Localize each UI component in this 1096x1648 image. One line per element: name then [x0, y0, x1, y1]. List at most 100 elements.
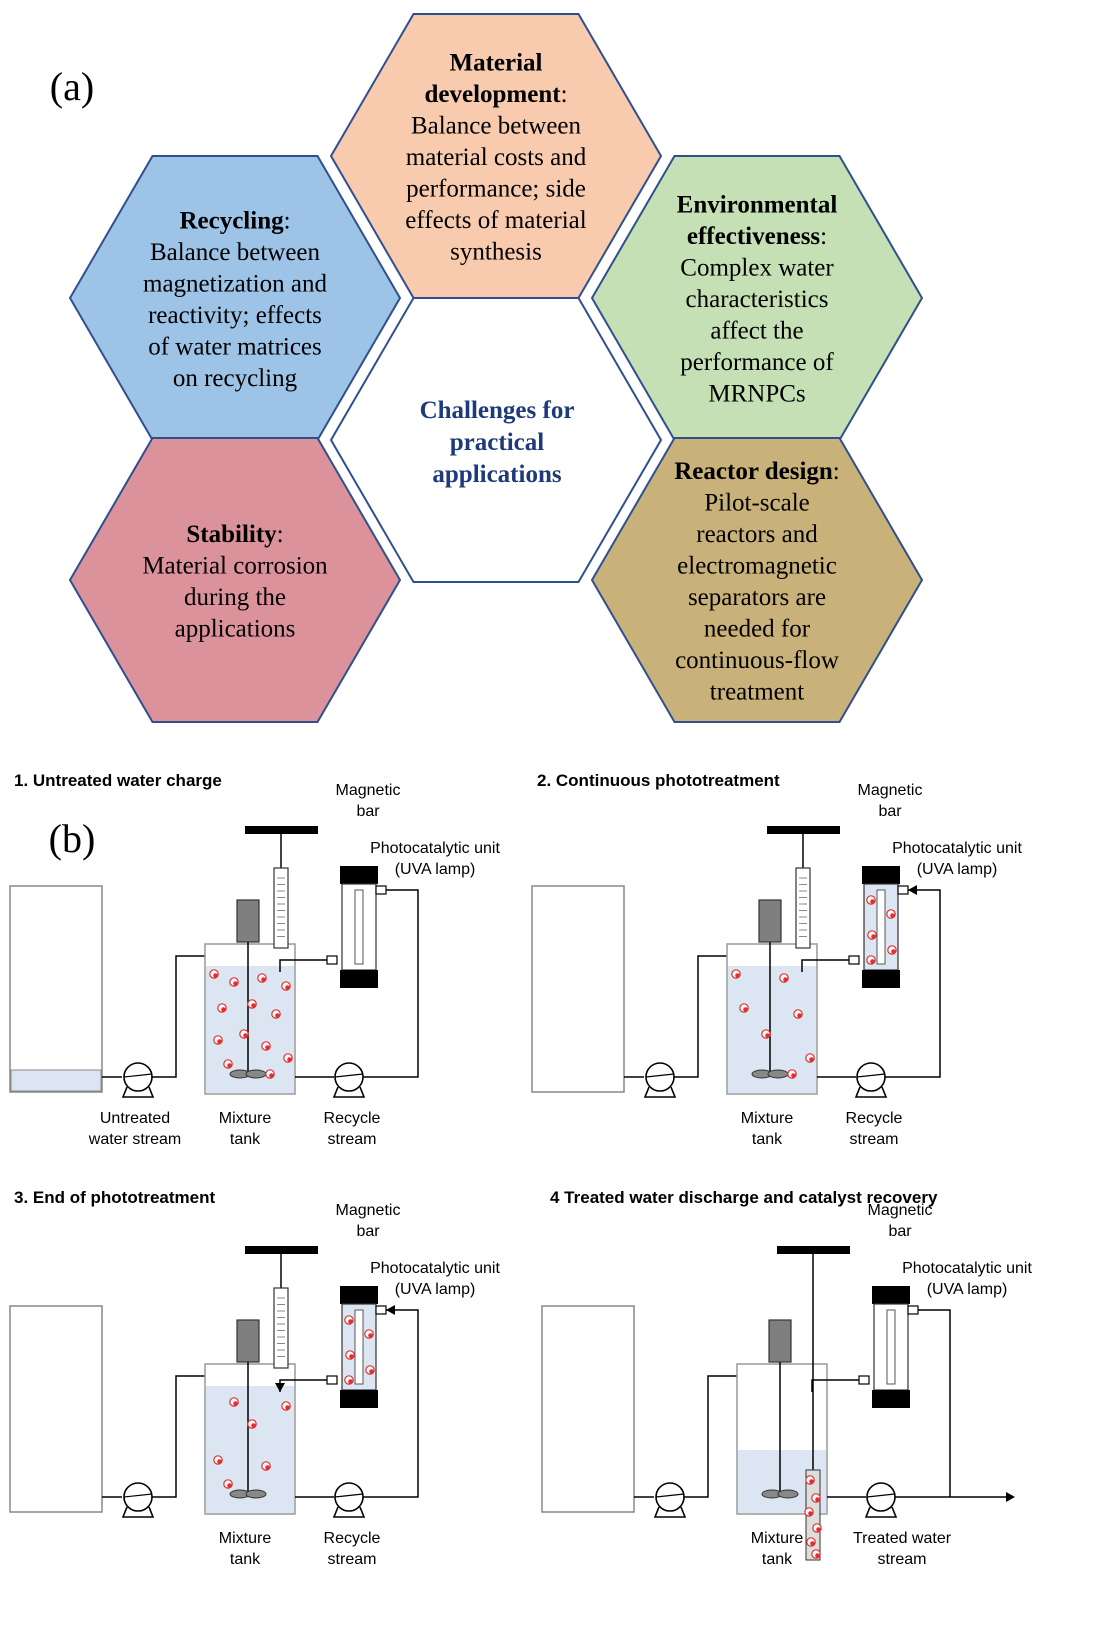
mixture-tank-label: Mixture	[219, 1110, 272, 1127]
lamp-port	[848, 955, 860, 965]
hexagon-title-bold: development	[424, 81, 561, 108]
catalyst-particle-core	[743, 1007, 748, 1012]
magnetic-bar	[245, 1246, 318, 1254]
lamp-port	[907, 1305, 919, 1315]
hexagon-title: Environmental	[677, 192, 838, 219]
hexagon-body-line: magnetization and	[143, 270, 327, 297]
catalyst-particle-core	[213, 973, 218, 978]
hexagon-body-line: Pilot-scale	[704, 489, 810, 516]
recycle-stream-label: Recycle	[846, 1110, 903, 1127]
photocatalytic-unit-label: (UVA lamp)	[927, 1281, 1008, 1298]
catalyst-particle-core	[227, 1063, 232, 1068]
catalyst-particle-core	[871, 934, 876, 939]
recycle-stream-label: stream	[328, 1551, 377, 1568]
lamp-port	[326, 955, 338, 965]
catalyst-particle-core	[265, 1045, 270, 1050]
pump-base	[854, 1086, 888, 1098]
hexagon-body-line: on recycling	[173, 365, 298, 392]
flow-arrowhead	[1006, 1492, 1015, 1502]
pump-mark	[866, 1493, 896, 1498]
uva-lamp	[354, 1309, 364, 1385]
mixture-tank-label: Mixture	[219, 1530, 272, 1547]
step-title: 2. Continuous phototreatment	[537, 771, 780, 790]
panel-b: (b)1. Untreated water chargeMagneticbarP…	[9, 771, 1032, 1568]
stirrer-motor	[236, 1319, 260, 1363]
catalyst-particle-core	[809, 1479, 814, 1484]
photocatalytic-unit-label: (UVA lamp)	[395, 861, 476, 878]
catalyst-particle-core	[227, 1483, 232, 1488]
catalyst-particle-core	[251, 1423, 256, 1428]
hexagon-title-bold: Recycling	[179, 207, 284, 234]
hexagon-body-line: treatment	[710, 678, 804, 705]
magnetic-bar	[245, 826, 318, 834]
hexagon-body-line: during the	[184, 584, 286, 611]
catalyst-particle-core	[287, 1057, 292, 1062]
mixture-tank-label: tank	[762, 1551, 793, 1568]
panel-a-label: (a)	[50, 64, 94, 109]
mixture-tank-label: Mixture	[751, 1530, 804, 1547]
hexagon-title-colon: :	[284, 207, 291, 234]
center-title-line: practical	[450, 429, 544, 456]
hexagon-shape-stability	[68, 437, 402, 723]
hexagon-title: effectiveness:	[687, 223, 827, 250]
photocatalytic-unit-label: Photocatalytic unit	[892, 840, 1022, 857]
photocatalytic-unit-label: Photocatalytic unit	[370, 1260, 500, 1277]
hexagon-title-colon: :	[561, 81, 568, 108]
flow-arrowhead	[275, 1383, 285, 1392]
recycle-stream-label: Recycle	[324, 1530, 381, 1547]
lamp-cap-top	[862, 866, 900, 884]
hexagon-shape-recycling	[68, 155, 402, 441]
hexagon-environmental: Environmental effectiveness: Complex water…	[590, 155, 924, 441]
catalyst-particle-core	[221, 1007, 226, 1012]
photocatalytic-unit-label: (UVA lamp)	[917, 861, 998, 878]
hexagon-body-line: Balance between	[411, 113, 582, 140]
hexagon-title: Recycling:	[179, 207, 290, 234]
uva-lamp	[354, 889, 364, 965]
pump-mark	[655, 1493, 685, 1498]
catalyst-particle-core	[217, 1459, 222, 1464]
magnetic-bar-label: Magnetic	[858, 782, 923, 799]
untreated-water-label: water stream	[88, 1131, 181, 1148]
raw-water-tank	[531, 885, 625, 1093]
pump-base	[864, 1506, 898, 1518]
pump-base	[121, 1086, 155, 1098]
magnetic-bar-label: bar	[356, 803, 380, 820]
return-pipe	[811, 1379, 859, 1392]
catalyst-particle-core	[815, 1497, 820, 1502]
hexagon-shape-material	[329, 13, 663, 299]
hexagon-body-line: Complex water	[680, 255, 834, 282]
pump-mark	[334, 1073, 364, 1078]
center-title-line: Challenges for	[420, 397, 575, 424]
hexagon-title: Stability:	[186, 521, 283, 548]
pump-mark	[856, 1073, 886, 1078]
stirrer-motor	[236, 899, 260, 943]
step-title: 3. End of phototreatment	[14, 1188, 216, 1207]
hexagon-body-line: performance; side	[406, 176, 586, 203]
catalyst-particle-core	[285, 1405, 290, 1410]
lamp-cap-bottom	[872, 1390, 910, 1408]
mixture-tank-label: tank	[752, 1131, 783, 1148]
magnetic-bar-label: Magnetic	[868, 1202, 933, 1219]
stirrer-motor	[758, 899, 782, 943]
recycle-pipe	[885, 889, 941, 1078]
recycle-stream-label: stream	[328, 1131, 377, 1148]
process-step-4: 4 Treated water discharge and catalyst r…	[541, 1188, 1032, 1568]
catalyst-particle-core	[269, 1073, 274, 1078]
hexagon-body-line: MRNPCs	[708, 381, 805, 408]
hexagon-body-line: needed for	[704, 615, 811, 642]
catalyst-particle-core	[791, 1073, 796, 1078]
catalyst-particle-core	[261, 977, 266, 982]
lamp-port	[375, 885, 387, 895]
hexagon-body-line: effects of material	[405, 207, 586, 234]
process-step-1: 1. Untreated water chargeMagneticbarPhot…	[9, 771, 500, 1148]
mixture-tank-label: Mixture	[741, 1110, 794, 1127]
pump-base	[332, 1086, 366, 1098]
hexagon-title-bold: Reactor design	[674, 458, 833, 485]
flow-arrowhead	[386, 1305, 395, 1315]
catalyst-particle-core	[890, 913, 895, 918]
stirrer-blade	[777, 1489, 799, 1499]
pump-mark	[123, 1073, 153, 1078]
